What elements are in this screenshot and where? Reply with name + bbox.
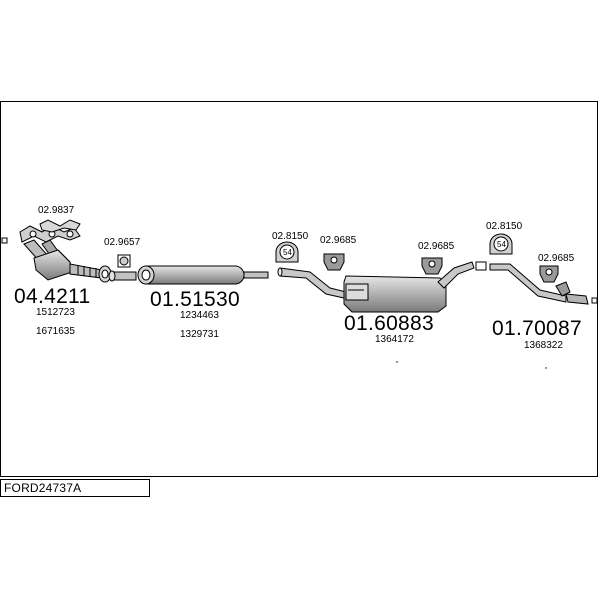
middle-silencer: [108, 265, 269, 285]
accessory-label: 02.8150: [486, 221, 523, 232]
reference-number: 1234463: [180, 310, 219, 321]
dot-mark-1: [396, 361, 398, 363]
clamp-02-8150-mid: [275, 241, 299, 263]
part-number: 04.4211: [14, 285, 91, 308]
part-number: 01.60883: [344, 312, 434, 335]
reference-number: 1368322: [524, 340, 563, 351]
dot-mark-2: [545, 367, 547, 369]
accessory-label: 02.9685: [418, 241, 455, 252]
reference-number: 1671635: [36, 326, 75, 337]
rubber-mount-02-9685-rear: [421, 257, 443, 275]
frame-marker-right: [591, 297, 598, 304]
part-number: 01.51530: [150, 288, 240, 311]
accessory-label: 02.9657: [104, 237, 141, 248]
diagram-id: FORD24737A: [4, 481, 82, 495]
accessory-label: 02.9685: [538, 253, 575, 264]
clamp-glyph-tail: 54: [497, 240, 506, 249]
clamp-glyph-mid: 54: [283, 248, 292, 257]
accessory-label: 02.9837: [38, 205, 75, 216]
rubber-mount-02-9685-mid: [323, 253, 345, 271]
part-number: 01.70087: [492, 317, 582, 340]
gasket-02-9837: [39, 219, 81, 233]
reference-number: 1364172: [375, 334, 414, 345]
rubber-mount-02-9685-tail: [539, 265, 559, 283]
ring-gasket-02-9657: [117, 254, 131, 268]
clamp-02-8150-tail: [489, 233, 513, 255]
reference-number: 1329731: [180, 329, 219, 340]
diagram-frame: [0, 101, 598, 477]
reference-number: 1512723: [36, 307, 75, 318]
frame-marker-left: [1, 237, 8, 244]
front-pipe-catalyst: [19, 225, 112, 283]
tail-pipe: [475, 261, 589, 305]
rear-silencer: [277, 261, 475, 313]
diagram-id-box: FORD24737A: [0, 479, 150, 497]
accessory-label: 02.9685: [320, 235, 357, 246]
accessory-label: 02.8150: [272, 231, 309, 242]
